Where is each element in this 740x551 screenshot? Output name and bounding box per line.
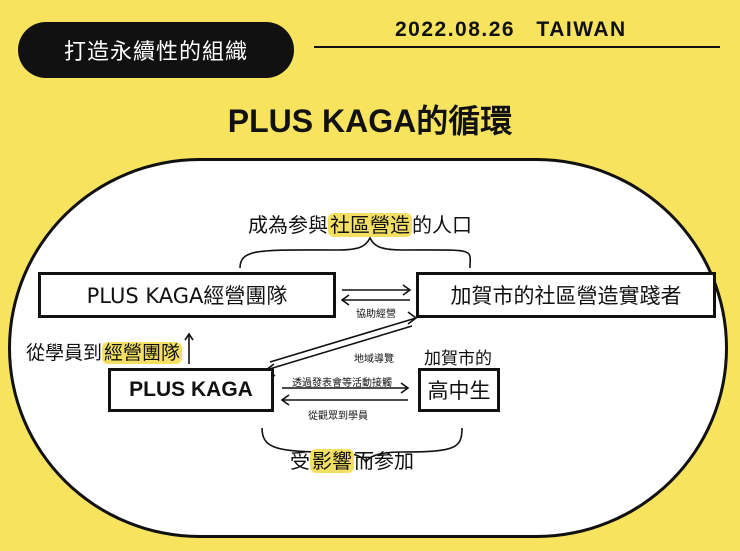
bottom-label-text-1: 受 xyxy=(290,449,310,473)
header-rule xyxy=(314,46,720,48)
left-label-text: 從學員到 xyxy=(26,342,103,364)
left-label: 從學員到經營團隊 xyxy=(26,338,183,365)
date-location: 2022.08.26 TAIWAN xyxy=(395,18,627,41)
top-label-highlight: 社區營造 xyxy=(328,213,412,237)
label-local-guidance: 地域導覽 xyxy=(354,354,394,365)
label-cooperation: 協助經營 xyxy=(356,309,396,320)
box-high-school: 高中生 xyxy=(418,368,500,412)
bottom-label-text-2: 而参加 xyxy=(354,449,414,473)
top-label-text-2: 的人口 xyxy=(412,213,472,237)
top-label: 成為参與社區營造的人口 xyxy=(248,209,472,238)
page-title: PLUS KAGA的循環 xyxy=(227,103,513,139)
box-management-team-label: PLUS KAGA經營團隊 xyxy=(86,284,288,308)
box-practitioners: 加賀市的社區營造實踐者 xyxy=(416,272,716,318)
high-school-caption: 加賀市的 xyxy=(424,349,492,369)
section-tag-label: 打造永續性的組織 xyxy=(63,40,248,65)
section-tag: 打造永續性的組織 xyxy=(18,22,294,78)
bottom-label-highlight: 影響 xyxy=(310,449,354,473)
box-practitioners-label: 加賀市的社區營造實踐者 xyxy=(450,284,682,308)
box-plus-kaga-label: PLUS KAGA xyxy=(129,378,253,401)
box-high-school-label: 高中生 xyxy=(427,379,491,403)
box-plus-kaga: PLUS KAGA xyxy=(108,368,274,412)
bottom-label: 受影響而参加 xyxy=(290,445,414,474)
top-label-text-1: 成為参與 xyxy=(248,213,328,237)
box-management-team: PLUS KAGA經營團隊 xyxy=(38,272,336,318)
left-label-highlight: 經營團隊 xyxy=(102,342,183,364)
label-events: 透過發表會等活動接觸 xyxy=(292,378,392,389)
label-viewer-to-student: 從觀眾到學員 xyxy=(308,411,368,422)
